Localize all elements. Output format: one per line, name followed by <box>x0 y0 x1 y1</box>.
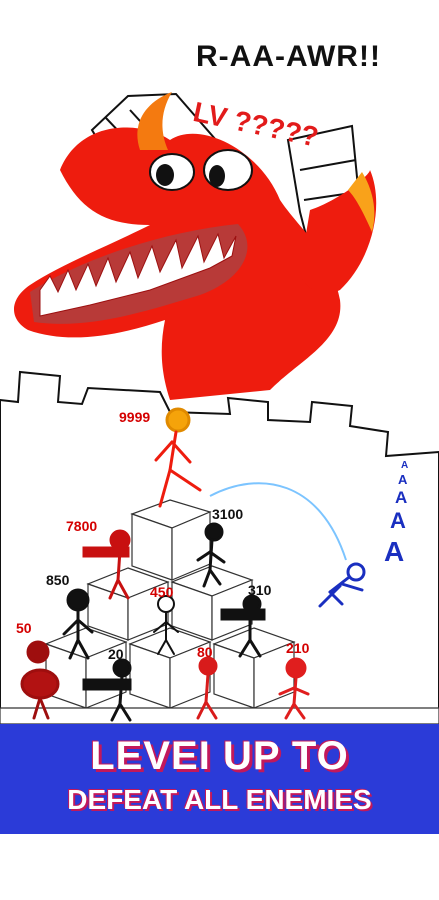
enemy-red-spiky <box>278 657 310 720</box>
enemy-level-850: 850 <box>46 572 70 588</box>
dragon-horn-left <box>137 92 172 150</box>
scream-letter: A <box>390 508 406 533</box>
blue-stickman <box>318 562 366 608</box>
enemy-level-20: 20 <box>108 646 124 662</box>
hero-level: 9999 <box>119 409 151 425</box>
dragon-eyes <box>149 149 253 191</box>
roar-text: R-AA-AWR!! <box>196 40 381 73</box>
enemy-black-gunner-low <box>82 658 132 722</box>
enemy-level-50: 50 <box>16 620 32 636</box>
dragon-teeth <box>39 232 237 317</box>
banner-line-1: LEVEI UP TO <box>90 734 349 778</box>
scream-letter: A <box>384 536 405 567</box>
enemy-red-monster <box>20 640 60 720</box>
dragon-horn-right <box>348 172 375 232</box>
enemy-level-310: 310 <box>248 582 272 598</box>
enemy-black-top <box>196 522 226 588</box>
dragon-boss <box>14 92 377 400</box>
scream-letter: A <box>395 488 408 507</box>
enemy-level-7800: 7800 <box>66 518 98 534</box>
enemy-level-450: 450 <box>150 584 174 600</box>
game-scene <box>0 92 439 724</box>
lightning-streak <box>209 482 347 561</box>
banner-line-2: DEFEAT ALL ENEMIES <box>67 784 372 815</box>
enemy-black-spiky <box>62 588 94 660</box>
enemy-red-gunner <box>82 529 131 600</box>
enemy-black-bazooka <box>220 594 266 658</box>
scream-letter: A <box>398 472 408 487</box>
cube-pyramid <box>0 499 439 724</box>
enemy-level-80: 80 <box>197 644 213 660</box>
promo-banner: LEVEI UP TO DEFEAT ALL ENEMIES <box>0 724 439 834</box>
enemy-level-210: 210 <box>286 640 310 656</box>
hero-stickman <box>154 407 202 508</box>
enemy-white-skeleton <box>153 595 179 655</box>
enemy-red-small <box>196 656 218 720</box>
scream-letter: A <box>401 460 409 471</box>
enemy-level-3100: 3100 <box>212 506 244 522</box>
